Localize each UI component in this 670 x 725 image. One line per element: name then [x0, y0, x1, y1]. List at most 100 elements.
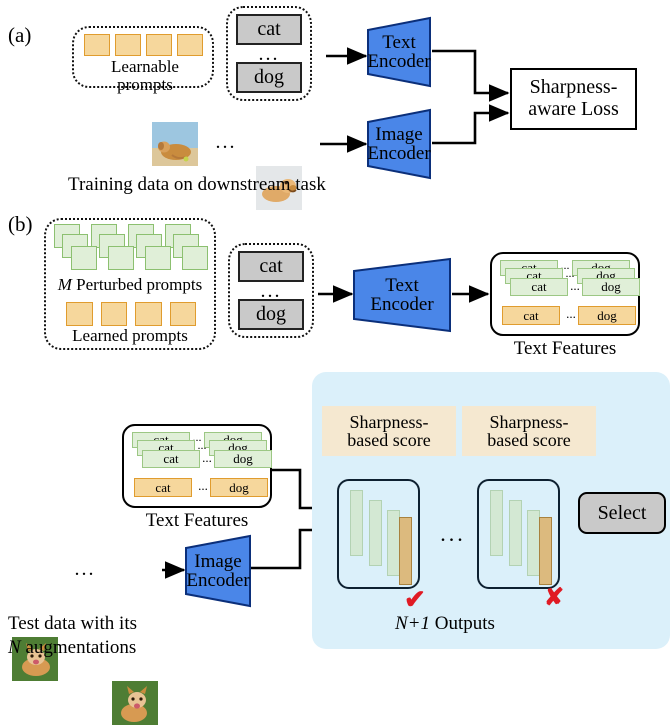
panel-a-image-encoder: Image Encoder: [366, 108, 432, 180]
learned-prompt-squares: [66, 302, 196, 326]
sharpness-score-box-2: Sharpness- based score: [462, 406, 596, 456]
feature-row-cat-learned: cat: [502, 306, 560, 325]
perturbed-prompt-stack: [52, 224, 212, 278]
learned-prompt-square: [169, 302, 196, 326]
feature-row-dog-learned: dog: [210, 478, 268, 497]
loss-line1: Sharpness-: [529, 76, 618, 99]
output-bar-selected-2: [539, 517, 552, 585]
feature-dots-learned: ...: [566, 306, 576, 321]
score-line1: Sharpness-: [349, 411, 429, 432]
panel-b-text-encoder: Text Encoder: [352, 257, 452, 333]
perturbed-prompt-square: [182, 246, 208, 270]
test-caption-line2: N augmentations: [8, 638, 136, 658]
text-encoder-line1: Text: [382, 31, 416, 53]
text-encoder-line2: Encoder: [370, 294, 434, 315]
feature-dots-back1: ...: [197, 438, 207, 452]
learnable-prompts-label: Learnable prompts: [111, 57, 179, 94]
training-image-2: [256, 166, 302, 210]
perturbed-prompts-label-m: M: [57, 275, 72, 294]
score-line1: Sharpness-: [489, 411, 569, 432]
feature-dots-back1: ...: [565, 266, 575, 280]
output-bar-green-1: [350, 490, 363, 556]
feature-dots-back2: ...: [192, 430, 202, 444]
text-features-box-bottom: cat dog ... cat dog ... cat dog ... cat …: [122, 424, 272, 508]
outputs-ellipsis: ...: [440, 521, 466, 546]
panel-b-class-dog: dog: [238, 299, 304, 330]
feature-row-dog-front: dog: [214, 450, 272, 468]
panel-b-prompts-container: [44, 218, 216, 350]
image-encoder-line1: Image: [194, 550, 242, 572]
feature-dots-learned: ...: [198, 478, 208, 493]
score-line2: based score: [347, 430, 431, 450]
text-features-caption-bottom: Text Features: [145, 510, 249, 531]
loss-line2: aware Loss: [528, 98, 619, 120]
outputs-caption-n: N+1: [395, 613, 430, 634]
panel-a-class-dog: dog: [236, 62, 302, 93]
output-bar-green-2: [509, 500, 522, 566]
feature-row-dog-front: dog: [582, 278, 640, 296]
perturbed-prompt-square: [145, 246, 171, 270]
score-line2: based score: [487, 430, 571, 450]
panel-a-label: (a): [8, 23, 32, 47]
text-features-rows-bottom: cat dog ... cat dog ... cat dog ... cat …: [124, 426, 274, 510]
feature-row-cat-front: cat: [142, 450, 200, 468]
test-caption-n: N: [8, 637, 21, 658]
training-image-1: [152, 122, 198, 166]
output-bar-green-1: [490, 490, 503, 556]
output-bar-green-2: [369, 500, 382, 566]
image-encoder-line1: Image: [375, 123, 423, 145]
output-bar-selected-1: [399, 517, 412, 585]
panel-b-class-ellipsis: ...: [260, 280, 282, 302]
perturbed-prompt-square: [71, 246, 97, 270]
outputs-caption-rest: Outputs: [430, 613, 495, 634]
prompt-square: [115, 34, 141, 56]
learnable-prompts-container: [72, 26, 214, 88]
cross-mark-icon: ✘: [544, 585, 565, 611]
feature-row-cat-front: cat: [510, 278, 568, 296]
text-encoder-line2: Encoder: [367, 51, 431, 72]
test-caption-line1: Test data with its: [8, 613, 138, 634]
learned-prompt-square: [135, 302, 162, 326]
outputs-caption: N+1 Outputs: [395, 614, 495, 634]
panel-b-image-ellipsis: ...: [74, 558, 96, 580]
panel-b-classes-container: [228, 243, 314, 338]
learned-prompt-square: [66, 302, 93, 326]
prompt-square: [146, 34, 172, 56]
feature-row-dog-learned: dog: [578, 306, 636, 325]
panel-a-class-cat: cat: [236, 14, 302, 45]
text-features-box-top: cat dog ... cat dog ... cat dog ... cat …: [490, 252, 640, 336]
perturbed-prompts-label-rest: Perturbed prompts: [71, 275, 203, 294]
prompt-square: [84, 34, 110, 56]
test-caption-rest: augmentations: [20, 637, 137, 658]
output-box-2: [477, 479, 560, 589]
image-encoder-line2: Encoder: [367, 143, 431, 164]
panel-b-label: (b): [8, 212, 33, 236]
feature-dots-back2: ...: [560, 258, 570, 272]
panel-b-class-cat: cat: [238, 251, 304, 282]
perturbed-prompts-label: M Perturbed prompts: [48, 276, 212, 294]
sharpness-score-box-1: Sharpness- based score: [322, 406, 456, 456]
learned-prompt-square: [100, 302, 127, 326]
select-box[interactable]: Select: [578, 492, 666, 534]
feature-dots-front: ...: [570, 278, 580, 293]
perturbed-prompt-square: [108, 246, 134, 270]
panel-a-text-encoder: Text Encoder: [366, 16, 432, 88]
image-encoder-line2: Encoder: [186, 570, 250, 591]
feature-row-cat-learned: cat: [134, 478, 192, 497]
learned-prompts-label: Learned prompts: [72, 326, 188, 345]
output-box-1: [337, 479, 420, 589]
panel-a-class-ellipsis: ...: [258, 43, 280, 65]
panel-b-image-encoder: Image Encoder: [184, 534, 252, 608]
feature-dots-front: ...: [202, 450, 212, 465]
prompt-square: [177, 34, 203, 56]
text-features-rows-top: cat dog ... cat dog ... cat dog ... cat …: [492, 254, 642, 338]
panel-a-image-ellipsis: ...: [215, 131, 237, 153]
sharpness-aware-loss-box: Sharpness- aware Loss: [510, 68, 637, 130]
text-features-caption-top: Text Features: [513, 338, 617, 359]
learnable-prompt-squares: [84, 34, 204, 56]
check-mark-icon: ✔: [404, 585, 426, 614]
panel-a-caption: Training data on downstream task: [68, 174, 326, 195]
test-image-2: [112, 681, 158, 725]
text-encoder-line1: Text: [385, 274, 419, 296]
panel-a-classes-container: [226, 6, 312, 101]
